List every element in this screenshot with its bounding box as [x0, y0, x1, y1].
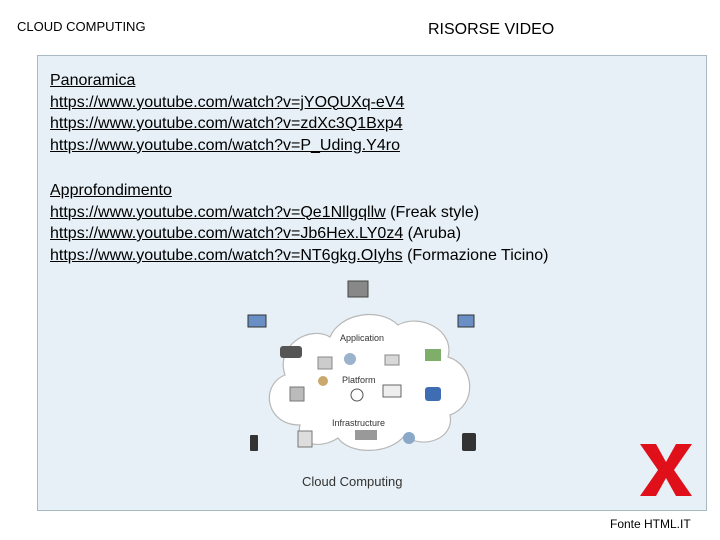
tablets-icon	[462, 433, 476, 451]
device-icons	[247, 280, 476, 451]
cloud-computing-diagram: Application Platform Infrastructure Clou…	[247, 280, 476, 489]
service-icons	[280, 346, 441, 448]
network-icon	[403, 432, 415, 444]
layer-application: Application	[340, 333, 384, 343]
panoramica-section: Panoramica https://www.youtube.com/watch…	[50, 70, 404, 156]
queue-icon	[382, 384, 402, 398]
approfondimento-link-2[interactable]: https://www.youtube.com/watch?v=Jb6Hex.L…	[50, 225, 404, 242]
header-right-title: RISORSE VIDEO	[428, 21, 555, 38]
layer-infrastructure: Infrastructure	[332, 418, 385, 428]
object-storage-icon	[289, 386, 305, 402]
panoramica-link-3[interactable]: https://www.youtube.com/watch?v=P_Uding.…	[50, 136, 400, 154]
diagram-caption: Cloud Computing	[302, 474, 402, 489]
database-icon	[425, 387, 441, 401]
source-credit: Fonte HTML.IT	[610, 517, 691, 531]
laptops-icon	[247, 314, 267, 328]
collaboration-icon	[344, 353, 356, 365]
panoramica-link-2[interactable]: https://www.youtube.com/watch?v=zdXc3Q1B…	[50, 115, 403, 132]
approfondimento-link-3[interactable]: https://www.youtube.com/watch?v=NT6gkg.O…	[50, 246, 403, 264]
approfondimento-heading: Approfondimento	[50, 182, 172, 199]
panoramica-heading: Panoramica	[50, 72, 136, 89]
layer-platform: Platform	[342, 375, 376, 385]
x-mark-icon	[640, 444, 692, 496]
runtime-icon	[350, 388, 364, 402]
header-left-title: CLOUD COMPUTING	[17, 19, 146, 34]
desktops-icon	[457, 314, 475, 328]
communication-icon	[384, 354, 400, 366]
block-storage-icon	[355, 430, 377, 440]
finance-icon	[425, 349, 441, 361]
approfondimento-link-1[interactable]: https://www.youtube.com/watch?v=Qe1Nllgq…	[50, 203, 386, 221]
panoramica-link-1[interactable]: https://www.youtube.com/watch?v=jYOQUXq-…	[50, 93, 405, 111]
approfondimento-note-3: (Formazione Ticino)	[407, 246, 549, 264]
approfondimento-note-2: (Aruba)	[407, 225, 462, 242]
compute-icon	[297, 430, 313, 448]
approfondimento-note-1: (Freak style)	[390, 203, 480, 221]
content-icon	[317, 356, 333, 370]
servers-icon	[347, 280, 369, 298]
cloud-shape	[268, 313, 471, 451]
monitoring-icon	[280, 346, 302, 358]
identity-icon	[318, 376, 328, 386]
approfondimento-section: Approfondimento https://www.youtube.com/…	[50, 180, 548, 266]
phones-icon	[250, 435, 258, 451]
